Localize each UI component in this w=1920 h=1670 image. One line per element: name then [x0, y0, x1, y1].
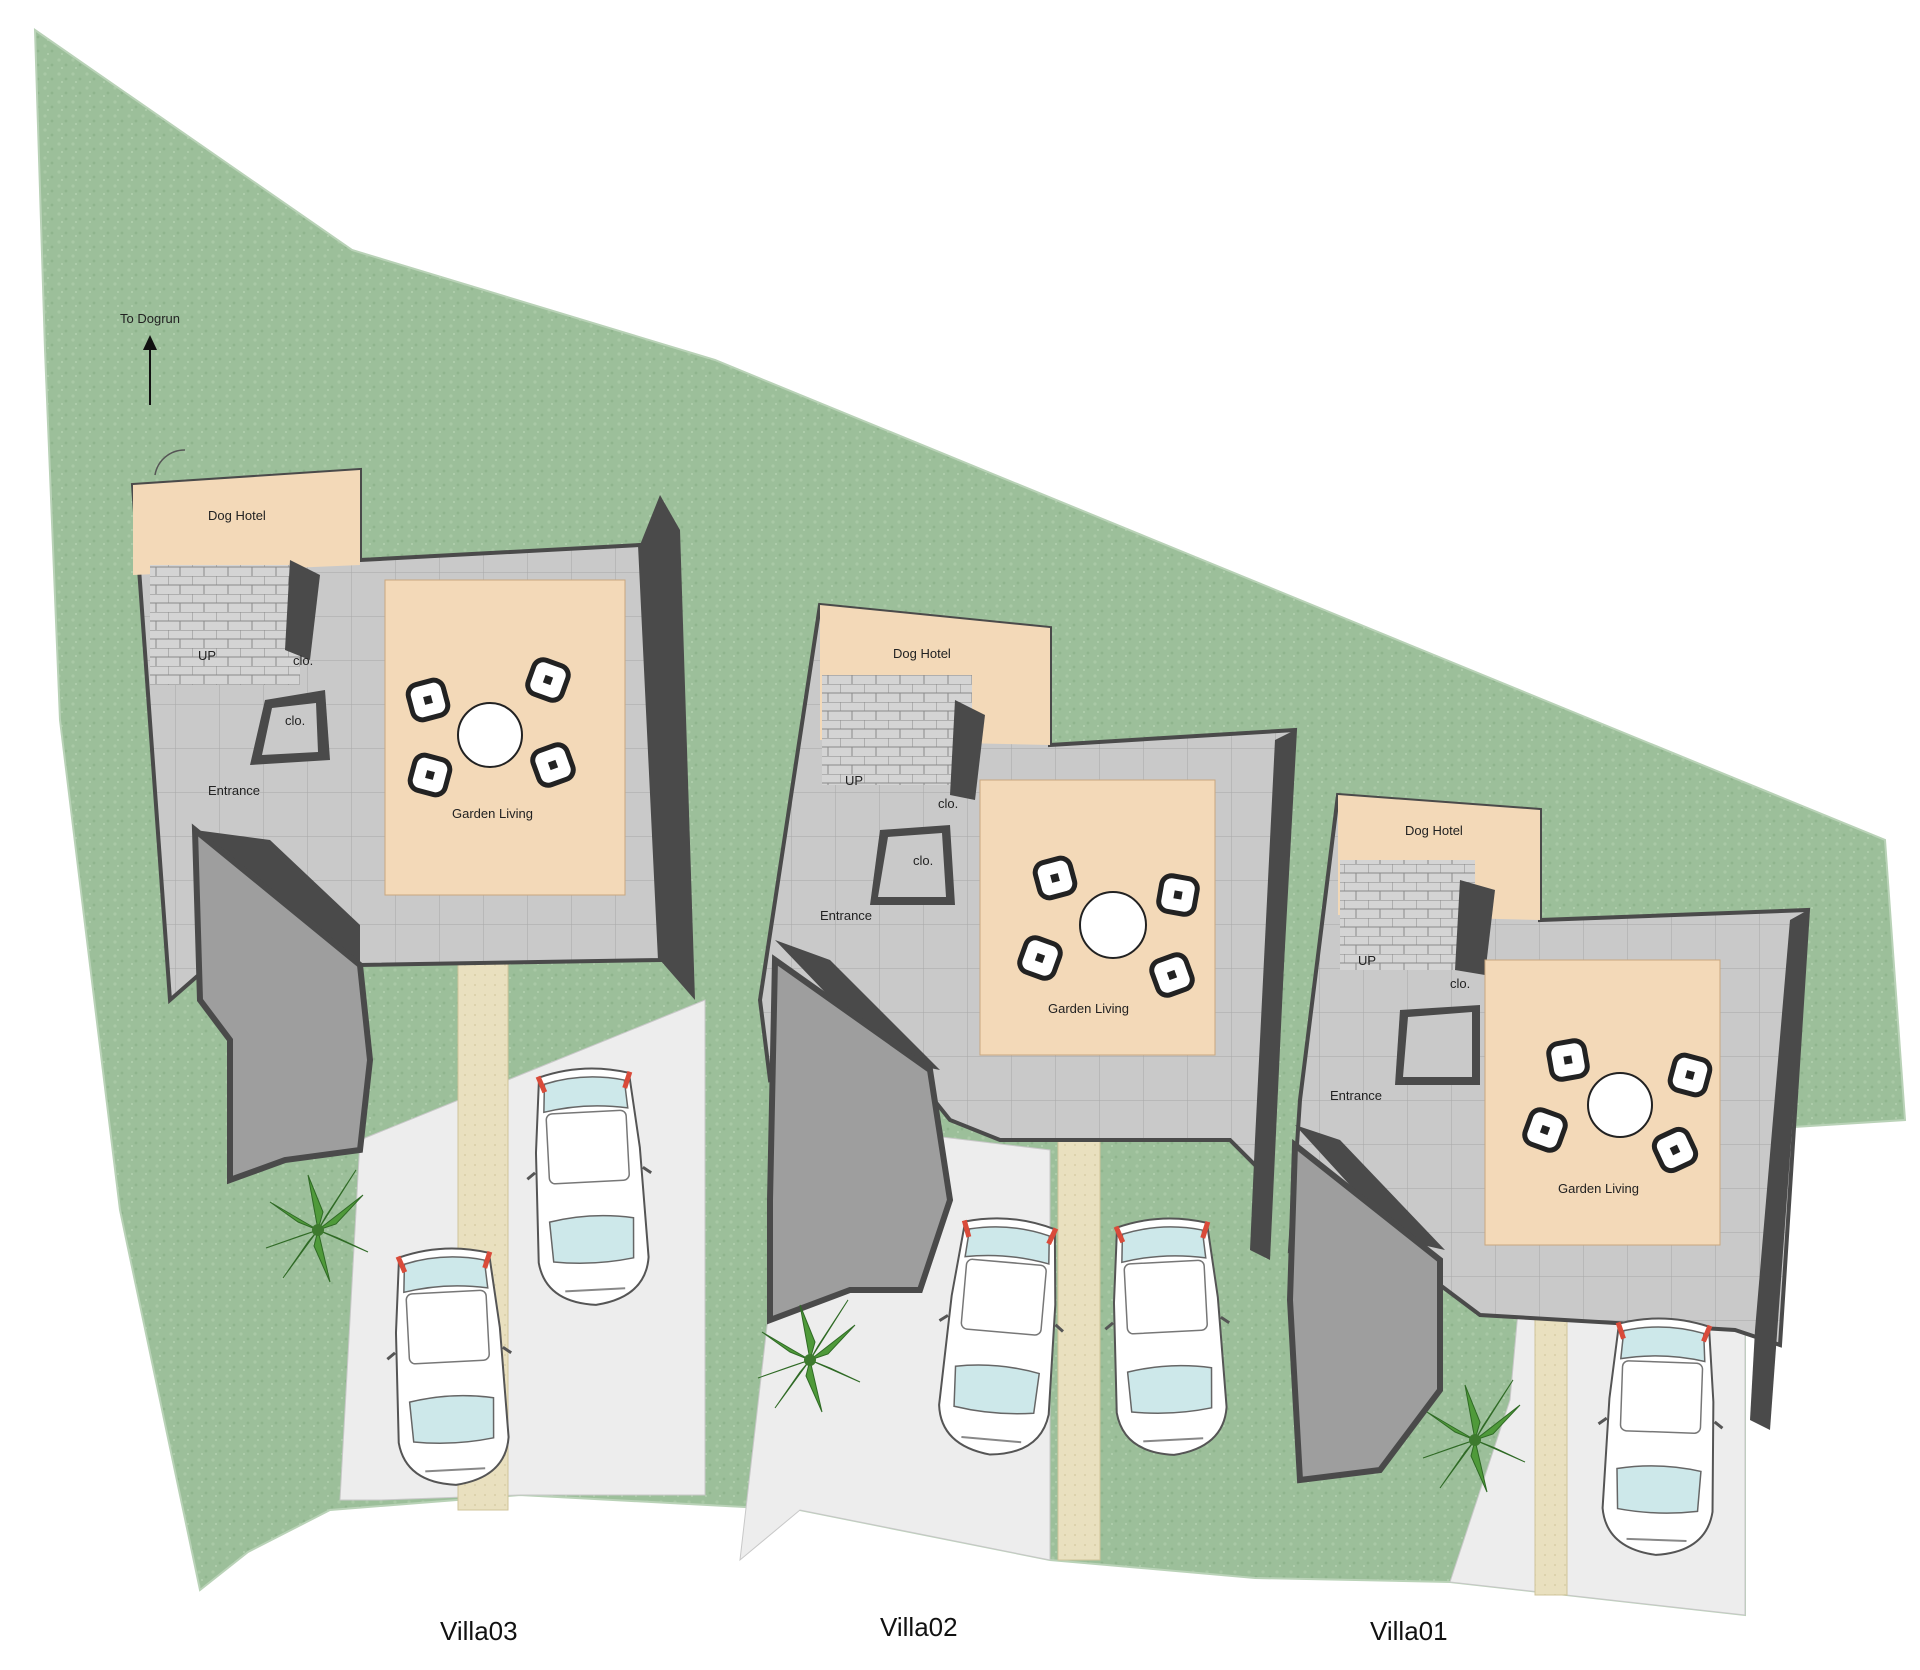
to-dogrun-label: To Dogrun	[120, 311, 180, 326]
villa01-plan: Dog Hotel Entrance Garden Living clo. UP	[1286, 792, 1811, 1484]
villa02-walkway	[1057, 1139, 1101, 1561]
villa02-entrance-label: Entrance	[820, 908, 872, 923]
villa03-entrance-label: Entrance	[208, 783, 260, 798]
villa02-dog-hotel-label: Dog Hotel	[893, 646, 951, 661]
villa01-garden-living-label: Garden Living	[1558, 1181, 1639, 1196]
villa01-closet-label: clo.	[1450, 976, 1470, 991]
villa03-stair-up-label: UP	[198, 648, 216, 663]
villa01-stair-up-label: UP	[1358, 953, 1376, 968]
villa03-caption: Villa03	[440, 1616, 518, 1646]
villa03-plan: To Dogrun Dog Hotel Entrance Garden Livi…	[120, 311, 695, 1185]
villa02-caption: Villa02	[880, 1612, 958, 1642]
villa03-garden-living-label: Garden Living	[452, 806, 533, 821]
villa01-entrance-label: Entrance	[1330, 1088, 1382, 1103]
villa03-closet-label: clo.	[293, 653, 313, 668]
villa01-dog-hotel-label: Dog Hotel	[1405, 823, 1463, 838]
villa01-walkway	[1534, 1299, 1568, 1596]
villa03-dog-hotel-label: Dog Hotel	[208, 508, 266, 523]
villa02-stair-up-label: UP	[845, 773, 863, 788]
villa02-closet-label-2: clo.	[913, 853, 933, 868]
villa01-caption: Villa01	[1370, 1616, 1448, 1646]
villa02-closet-label: clo.	[938, 796, 958, 811]
villa02-plan: Dog Hotel Entrance Garden Living clo. cl…	[757, 602, 1298, 1325]
villa03-closet-label-2: clo.	[285, 713, 305, 728]
villa02-garden-living-label: Garden Living	[1048, 1001, 1129, 1016]
